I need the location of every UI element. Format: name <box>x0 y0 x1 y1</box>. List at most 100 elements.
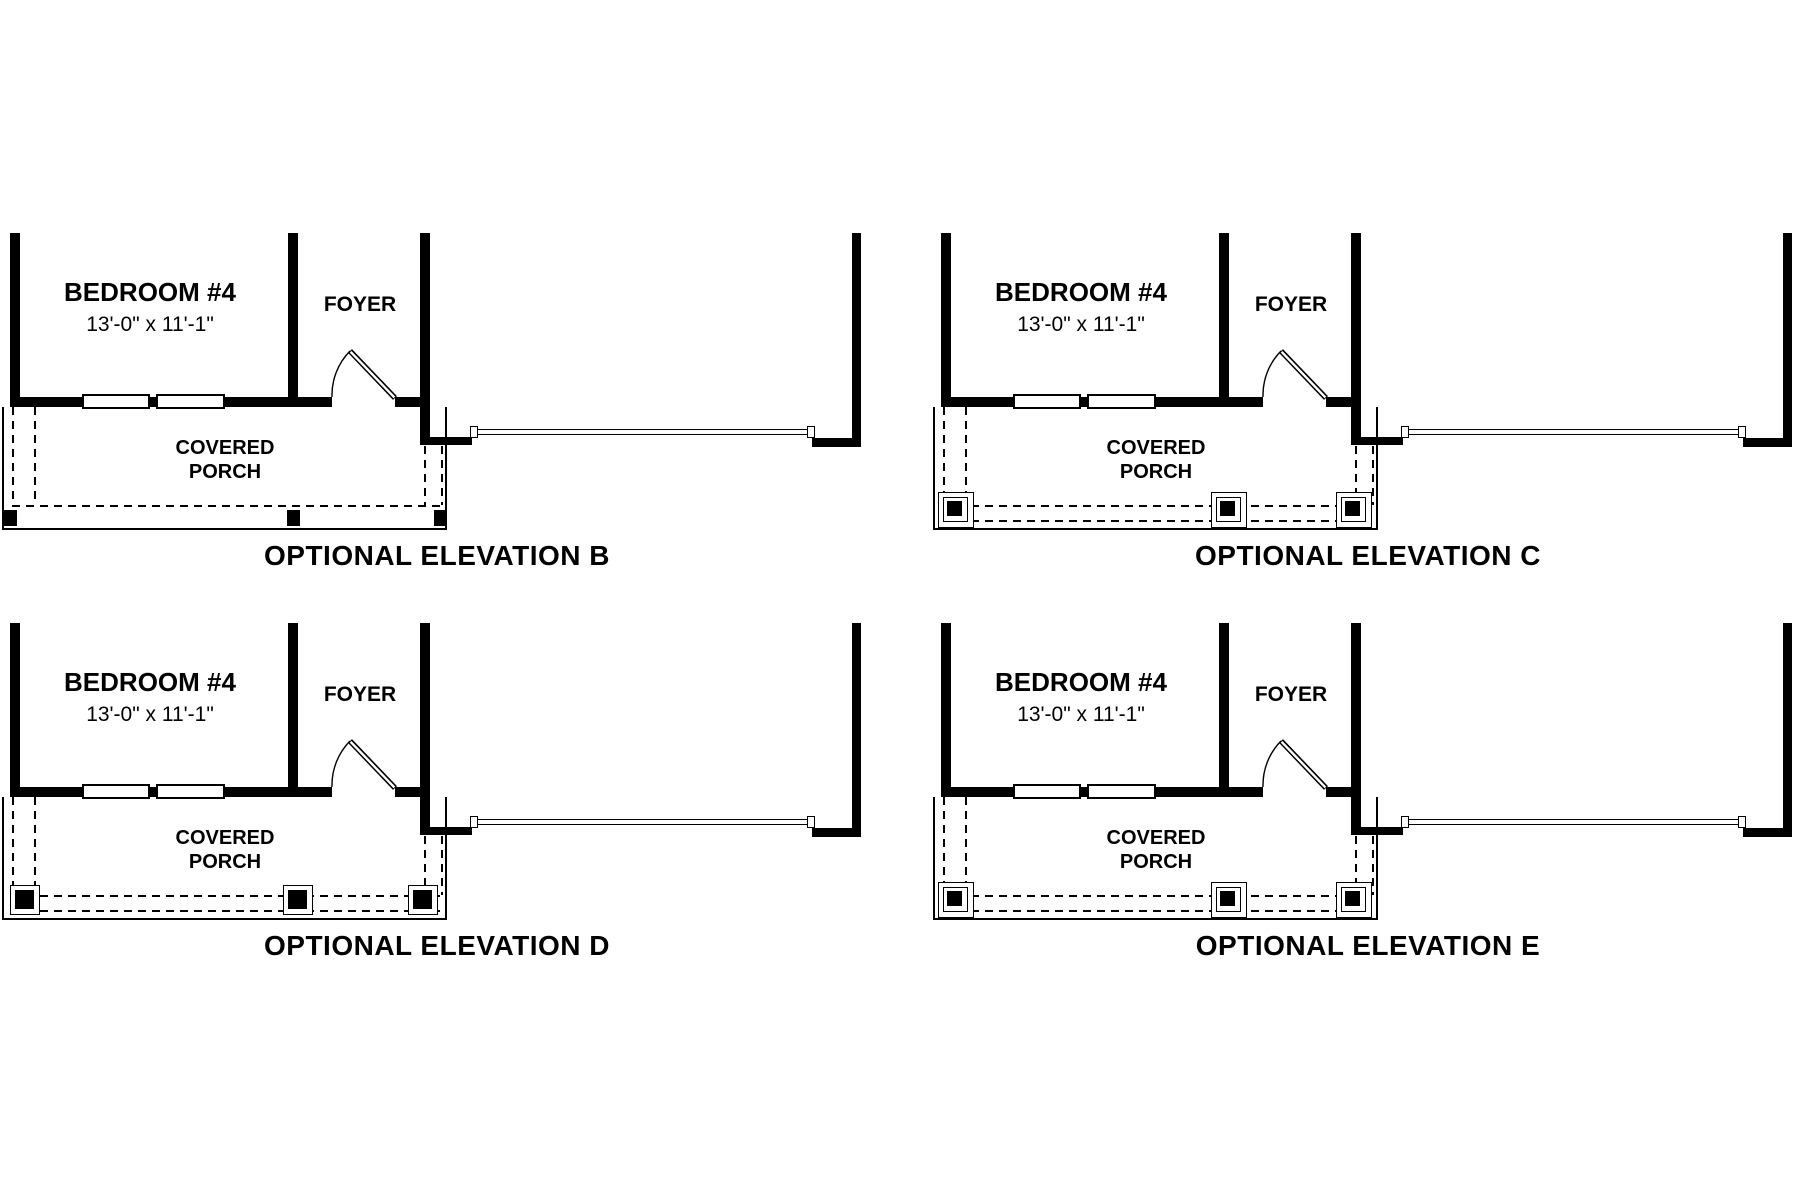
porch-post <box>434 510 447 526</box>
window-end-cap <box>470 426 478 438</box>
bedroom-window <box>156 784 225 799</box>
window-end-cap <box>1401 426 1409 438</box>
porch-slab-outline <box>2 407 447 530</box>
porch-post <box>4 510 17 526</box>
porch-slab-outline <box>2 797 447 920</box>
far-right-wall-foot <box>1743 828 1792 837</box>
exterior-wall-left <box>941 233 951 407</box>
far-right-wall <box>852 233 861 447</box>
porch-beam-dashed-line <box>12 910 443 912</box>
covered-porch-label: COVERED PORCH <box>1106 827 1206 873</box>
bedroom-foyer-divider-wall <box>1219 623 1229 787</box>
elevation-unit-c: BEDROOM #4 13'-0" x 11'-1" FOYER COVERED… <box>933 233 1795 583</box>
front-window-line <box>478 819 807 825</box>
door-swing-icon <box>1262 349 1328 400</box>
elevation-unit-d: BEDROOM #4 13'-0" x 11'-1" FOYER COVERED… <box>2 623 864 973</box>
porch-post <box>287 510 300 526</box>
front-wall-segment <box>1326 397 1361 407</box>
far-right-wall-foot <box>1743 438 1792 447</box>
far-right-wall <box>852 623 861 837</box>
bedroom-label: BEDROOM #4 <box>995 667 1167 697</box>
front-window-line <box>1409 819 1738 825</box>
porch-beam-dashed-line <box>943 505 1374 507</box>
porch-post <box>1211 492 1247 528</box>
foyer-wall-foot <box>430 437 472 445</box>
far-right-wall-foot <box>812 828 861 837</box>
window-end-cap <box>1738 426 1746 438</box>
elevation-unit-b: BEDROOM #4 13'-0" x 11'-1" FOYER COVERED… <box>2 233 864 583</box>
covered-porch-label: COVERED PORCH <box>175 437 275 483</box>
far-right-wall <box>1783 623 1792 837</box>
foyer-right-wall <box>1351 623 1361 835</box>
foyer-right-wall <box>1351 233 1361 445</box>
far-right-wall-foot <box>812 438 861 447</box>
porch-roof-dashed-line <box>943 407 945 505</box>
front-wall-segment <box>395 787 430 797</box>
foyer-wall-foot <box>1361 827 1403 835</box>
elevation-unit-e: BEDROOM #4 13'-0" x 11'-1" FOYER COVERED… <box>933 623 1795 973</box>
elevation-title: OPTIONAL ELEVATION D <box>263 930 610 961</box>
foyer-wall-foot <box>1361 437 1403 445</box>
porch-roof-dashed-line <box>1372 446 1374 505</box>
porch-roof-dashed-line <box>1372 836 1374 895</box>
porch-roof-dashed-line <box>441 446 443 505</box>
bedroom-window <box>1013 784 1081 799</box>
foyer-right-wall <box>420 233 430 445</box>
bedroom-window <box>82 394 150 409</box>
bedroom-dimensions: 13'-0" x 11'-1" <box>86 313 214 336</box>
bedroom-foyer-divider-wall <box>288 233 298 397</box>
porch-roof-dashed-line <box>1355 446 1357 505</box>
porch-roof-dashed-line <box>965 797 967 895</box>
foyer-right-wall <box>420 623 430 835</box>
front-wall-segment <box>395 397 430 407</box>
porch-beam-dashed-line <box>943 910 1374 912</box>
porch-beam-dashed-line <box>943 895 1374 897</box>
window-end-cap <box>1401 816 1409 828</box>
porch-roof-dashed-line <box>965 407 967 505</box>
bedroom-foyer-divider-wall <box>288 623 298 787</box>
bedroom-foyer-divider-wall <box>1219 233 1229 397</box>
foyer-label: FOYER <box>323 683 397 706</box>
foyer-label: FOYER <box>323 293 397 316</box>
bedroom-dimensions: 13'-0" x 11'-1" <box>86 703 214 726</box>
window-end-cap <box>470 816 478 828</box>
far-right-wall <box>1783 233 1792 447</box>
porch-roof-dashed-line <box>1355 836 1357 895</box>
exterior-wall-left <box>10 623 20 797</box>
bedroom-label: BEDROOM #4 <box>64 667 236 697</box>
covered-porch-label: COVERED PORCH <box>175 827 275 873</box>
porch-beam-dashed-line <box>12 895 443 897</box>
porch-roof-dashed-line <box>943 797 945 895</box>
bedroom-window <box>1087 784 1156 799</box>
bedroom-dimensions: 13'-0" x 11'-1" <box>1017 313 1145 336</box>
porch-post <box>1211 882 1247 918</box>
foyer-label: FOYER <box>1254 683 1328 706</box>
covered-porch-label: COVERED PORCH <box>1106 437 1206 483</box>
porch-roof-dashed-line <box>441 836 443 895</box>
bedroom-label: BEDROOM #4 <box>995 277 1167 307</box>
elevation-title: OPTIONAL ELEVATION E <box>1195 930 1541 961</box>
elevation-title: OPTIONAL ELEVATION C <box>1194 540 1541 571</box>
porch-slab-outline <box>933 797 1378 920</box>
bedroom-window <box>82 784 150 799</box>
front-window-line <box>478 429 807 435</box>
foyer-label: FOYER <box>1254 293 1328 316</box>
porch-post <box>1336 882 1372 918</box>
bedroom-label: BEDROOM #4 <box>64 277 236 307</box>
front-window-line <box>1409 429 1738 435</box>
porch-post <box>10 885 40 915</box>
exterior-wall-left <box>941 623 951 797</box>
porch-post <box>1336 492 1372 528</box>
bedroom-window <box>1087 394 1156 409</box>
door-swing-icon <box>1262 739 1328 790</box>
exterior-wall-left <box>10 233 20 407</box>
porch-slab-outline <box>933 407 1378 530</box>
porch-beam-dashed-line <box>943 520 1374 522</box>
door-swing-icon <box>331 349 397 400</box>
porch-post <box>408 885 438 915</box>
window-end-cap <box>807 426 815 438</box>
porch-roof-dashed-line <box>424 446 426 505</box>
bedroom-window <box>1013 394 1081 409</box>
porch-roof-dashed-line <box>12 407 14 505</box>
